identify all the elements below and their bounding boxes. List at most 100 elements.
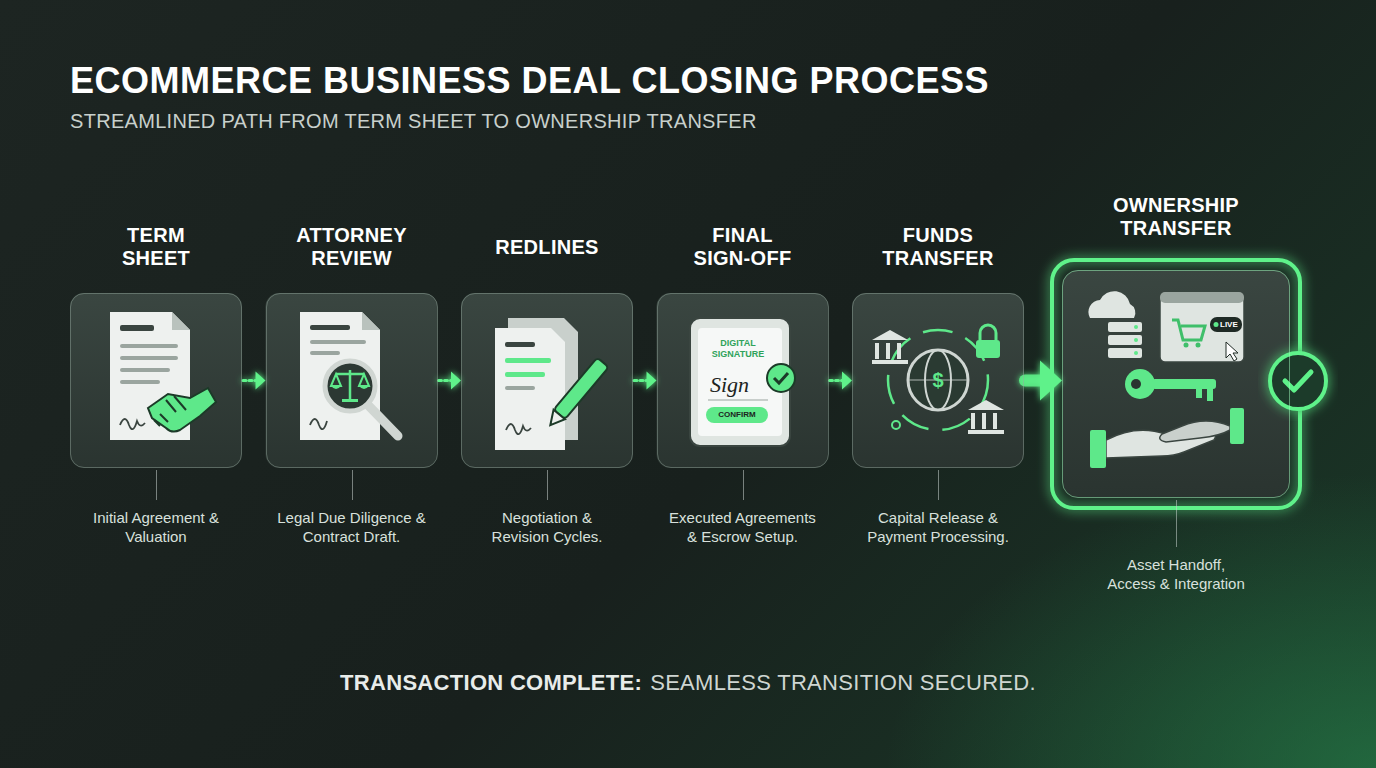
ownership-icon	[1152, 379, 1216, 389]
ownership-icon	[1134, 325, 1138, 329]
ownership-icon	[1125, 369, 1155, 399]
ownership-icon	[1160, 421, 1230, 442]
card-fills	[1052, 260, 1300, 508]
funds-transfer-icon	[968, 430, 1004, 434]
redlines-icon	[495, 318, 609, 450]
attorney-review-icon	[362, 312, 380, 330]
funds-transfer-icon	[976, 340, 1000, 358]
redlines-icon	[554, 358, 609, 420]
redlines-icon	[505, 372, 545, 377]
footer-row: TRANSACTION COMPLETE: SEAMLESS TRANSITION…	[0, 670, 1376, 696]
term-sheet-icon	[148, 388, 216, 432]
term-sheet-icon	[120, 380, 160, 384]
funds-transfer-icon	[968, 400, 1004, 410]
ownership-icon	[1088, 291, 1326, 468]
step-card	[1062, 270, 1290, 498]
sign-off-icon	[690, 318, 795, 446]
funds-transfer-icon	[897, 343, 901, 359]
sign-off-icon	[706, 407, 768, 423]
button-text: CONFIRM	[706, 410, 768, 420]
step-description: Negotiation & Revision Cycles.	[477, 508, 617, 546]
ownership-icon	[1184, 343, 1189, 348]
step-card	[266, 293, 438, 468]
funds-transfer-icon	[908, 350, 968, 410]
arrow-head	[647, 372, 657, 390]
attorney-review-icon	[310, 351, 340, 355]
step-heading: FUNDS TRANSFER	[867, 224, 1009, 270]
funds-transfer-icon	[872, 360, 908, 364]
card-fills	[70, 260, 1300, 508]
arrow-line	[439, 379, 452, 382]
step-card	[461, 293, 633, 468]
term-sheet-icon	[120, 344, 178, 348]
subtitle: STREAMLINED PATH FROM TERM SHEET TO OWNE…	[70, 110, 757, 133]
ownership-icon	[1172, 320, 1205, 340]
card-fills	[1062, 270, 1290, 498]
funds-transfer-icon	[971, 413, 975, 429]
redlines-icon	[505, 358, 551, 363]
ownership-icon	[1134, 338, 1138, 342]
process-step: OWNERSHIP TRANSFER Asset Handoff, Access …	[1056, 180, 1296, 610]
step-description: Executed Agreements & Escrow Setup.	[663, 508, 823, 546]
footer-text: SEAMLESS TRANSITION SECURED.	[650, 670, 1036, 696]
ownership-icon	[1108, 348, 1142, 358]
flow-arrow	[439, 372, 462, 390]
ownership-icon	[1160, 292, 1244, 303]
step-heading: OWNERSHIP TRANSFER	[1091, 194, 1261, 240]
attorney-review-icon	[310, 325, 350, 330]
step-description: Capital Release & Payment Processing.	[858, 508, 1018, 546]
arrow-line	[830, 379, 843, 382]
funds-transfer-icon	[872, 325, 1004, 434]
process-step: ATTORNEY REVIEW Legal Due Diligence & Con…	[232, 180, 472, 610]
step-heading: TERM SHEET	[100, 224, 212, 270]
ownership-icon	[1226, 342, 1238, 361]
step-description: Legal Due Diligence & Contract Draft.	[272, 508, 432, 546]
attorney-review-icon	[336, 373, 364, 376]
arrow-head	[256, 372, 266, 390]
redlines-icon	[545, 358, 609, 430]
flow-arrow	[830, 372, 853, 390]
ownership-icon	[1090, 430, 1106, 468]
redlines-icon	[495, 328, 565, 450]
funds-transfer-icon	[872, 330, 908, 340]
ownership-icon	[1196, 343, 1201, 348]
attorney-review-icon	[366, 403, 398, 436]
card-fills	[461, 293, 633, 468]
ownership-icon	[1210, 317, 1242, 332]
card-fills	[70, 293, 242, 468]
attorney-review-icon	[331, 386, 369, 389]
currency-symbol: $	[926, 368, 950, 392]
footer-emphasis: TRANSACTION COMPLETE:	[340, 670, 642, 696]
term-sheet-icon	[172, 312, 190, 330]
attorney-review-icon	[310, 340, 366, 344]
ownership-icon	[1131, 379, 1141, 389]
step-heading: REDLINES	[477, 236, 617, 259]
ownership-icon	[1285, 372, 1311, 390]
process-step: REDLINES Negotiation & Revision Cycles.	[427, 180, 667, 610]
arrow-head	[451, 372, 461, 390]
step-card	[70, 293, 242, 468]
ownership-icon	[1270, 353, 1326, 409]
flow-arrow	[1025, 361, 1062, 401]
step-heading: ATTORNEY REVIEW	[282, 224, 422, 270]
diagram-title: ECOMMERCE BUSINESS DEAL CLOSING PROCESS	[70, 60, 989, 102]
process-step: TERM SHEETInitial Agreement & Valuation	[36, 180, 276, 610]
funds-transfer-icon	[993, 413, 997, 429]
ownership-icon	[1160, 292, 1244, 362]
leader-line	[352, 470, 353, 500]
funds-transfer-icon	[892, 421, 900, 429]
step-description: Asset Handoff, Access & Integration	[1102, 555, 1250, 593]
ownership-icon	[1134, 351, 1138, 355]
term-sheet-icon	[120, 356, 178, 360]
leader-line	[743, 470, 744, 500]
step-heading: FINAL SIGN-OFF	[682, 224, 804, 270]
ownership-icon	[1108, 322, 1142, 332]
signature-text: Sign	[710, 372, 749, 398]
ownership-icon	[1196, 389, 1202, 398]
attorney-review-icon	[310, 419, 327, 429]
redlines-icon	[545, 410, 565, 430]
ownership-icon	[1230, 408, 1244, 444]
leader-line	[547, 470, 548, 500]
attorney-review-icon	[300, 312, 380, 440]
redlines-icon	[505, 342, 535, 347]
